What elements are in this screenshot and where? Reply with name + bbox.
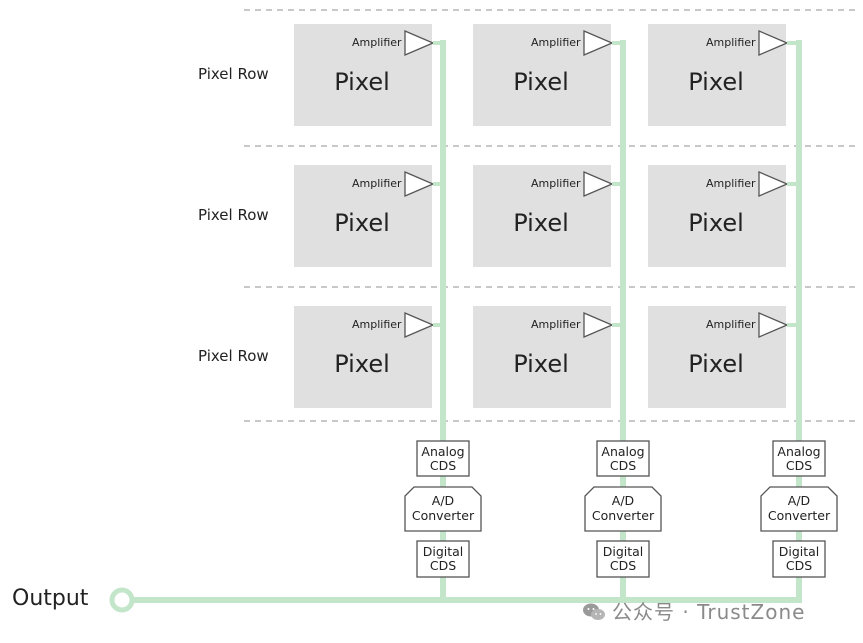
digital-cds-box <box>416 540 470 578</box>
pixel-cell: Pixel Amplifier <box>473 165 623 267</box>
analog-cds-label-1: Analog <box>601 444 644 459</box>
output-node: Output <box>12 586 135 613</box>
pixel-cell: Pixel Amplifier <box>648 24 799 126</box>
digital-cds-label-2: CDS <box>786 558 812 573</box>
amplifier-label: Amplifier <box>706 177 756 190</box>
analog-cds-label-2: CDS <box>610 458 636 473</box>
pixel-label: Pixel <box>688 68 744 96</box>
analog-cds-box <box>596 440 650 477</box>
row-label-3: Pixel Row <box>198 347 269 365</box>
analog-cds-label-1: Analog <box>777 444 820 459</box>
amplifier-label: Amplifier <box>352 36 402 49</box>
pixel-label: Pixel <box>334 350 390 378</box>
analog-cds-box <box>416 440 470 477</box>
row-dividers <box>244 9 855 422</box>
output-node-circle <box>109 587 135 613</box>
adc-box <box>760 486 838 532</box>
digital-cds-box <box>596 540 650 578</box>
amplifier-label: Amplifier <box>531 318 581 331</box>
digital-cds-label-1: Digital <box>779 544 820 559</box>
pixel-label: Pixel <box>688 209 744 237</box>
amplifier-icon <box>583 171 614 197</box>
pixel-label: Pixel <box>513 350 569 378</box>
amplifier-icon <box>404 312 435 338</box>
amplifier-label: Amplifier <box>352 318 402 331</box>
pixel-label: Pixel <box>513 209 569 237</box>
analog-cds-label-2: CDS <box>786 458 812 473</box>
amplifier-icon <box>758 30 789 56</box>
digital-cds-box <box>772 540 826 578</box>
analog-cds-label-2: CDS <box>430 458 456 473</box>
adc-box <box>584 486 662 532</box>
amplifier-icon <box>583 312 614 338</box>
pixel-cell: Pixel Amplifier <box>294 306 443 408</box>
adc-label-1: A/D <box>432 493 454 508</box>
adc-label-2: Converter <box>412 508 475 523</box>
amplifier-icon <box>583 30 614 56</box>
amplifier-label: Amplifier <box>706 318 756 331</box>
watermark: 公众号 · TrustZone <box>582 596 805 625</box>
pixel-label: Pixel <box>688 350 744 378</box>
pixel-cell: Pixel Amplifier <box>294 24 443 126</box>
pixel-grid: PixelAmplifierPixelAmplifierPixelAmplifi… <box>294 24 799 408</box>
watermark-text: 公众号 · TrustZone <box>612 600 806 624</box>
adc-label-1: A/D <box>788 493 810 508</box>
adc-box <box>404 486 482 532</box>
pixel-cell: Pixel Amplifier <box>473 306 623 408</box>
amplifier-label: Amplifier <box>352 177 402 190</box>
digital-cds-label-1: Digital <box>423 544 464 559</box>
pixel-label: Pixel <box>334 68 390 96</box>
amplifier-label: Amplifier <box>706 36 756 49</box>
pixel-cell: Pixel Amplifier <box>473 24 623 126</box>
amplifier-icon <box>758 312 789 338</box>
analog-cds-label-1: Analog <box>421 444 464 459</box>
row-label-2: Pixel Row <box>198 206 269 224</box>
pixel-cell: Pixel Amplifier <box>648 306 799 408</box>
pixel-label: Pixel <box>334 209 390 237</box>
amplifier-icon <box>404 30 435 56</box>
output-label: Output <box>12 586 89 611</box>
amplifier-icon <box>404 171 435 197</box>
digital-cds-label-2: CDS <box>430 558 456 573</box>
digital-cds-label-1: Digital <box>603 544 644 559</box>
adc-label-1: A/D <box>612 493 634 508</box>
pixel-cell: Pixel Amplifier <box>648 165 799 267</box>
analog-cds-box <box>772 440 826 477</box>
pixel-label: Pixel <box>513 68 569 96</box>
digital-cds-label-2: CDS <box>610 558 636 573</box>
readout-chain: AnalogCDSA/DConverterDigitalCDSAnalogCDS… <box>404 440 838 578</box>
amplifier-icon <box>758 171 789 197</box>
adc-label-2: Converter <box>768 508 831 523</box>
pixel-cell: Pixel Amplifier <box>294 165 443 267</box>
amplifier-label: Amplifier <box>531 177 581 190</box>
wechat-icon <box>583 603 605 620</box>
adc-label-2: Converter <box>592 508 655 523</box>
row-label-1: Pixel Row <box>198 65 269 83</box>
amplifier-label: Amplifier <box>531 36 581 49</box>
